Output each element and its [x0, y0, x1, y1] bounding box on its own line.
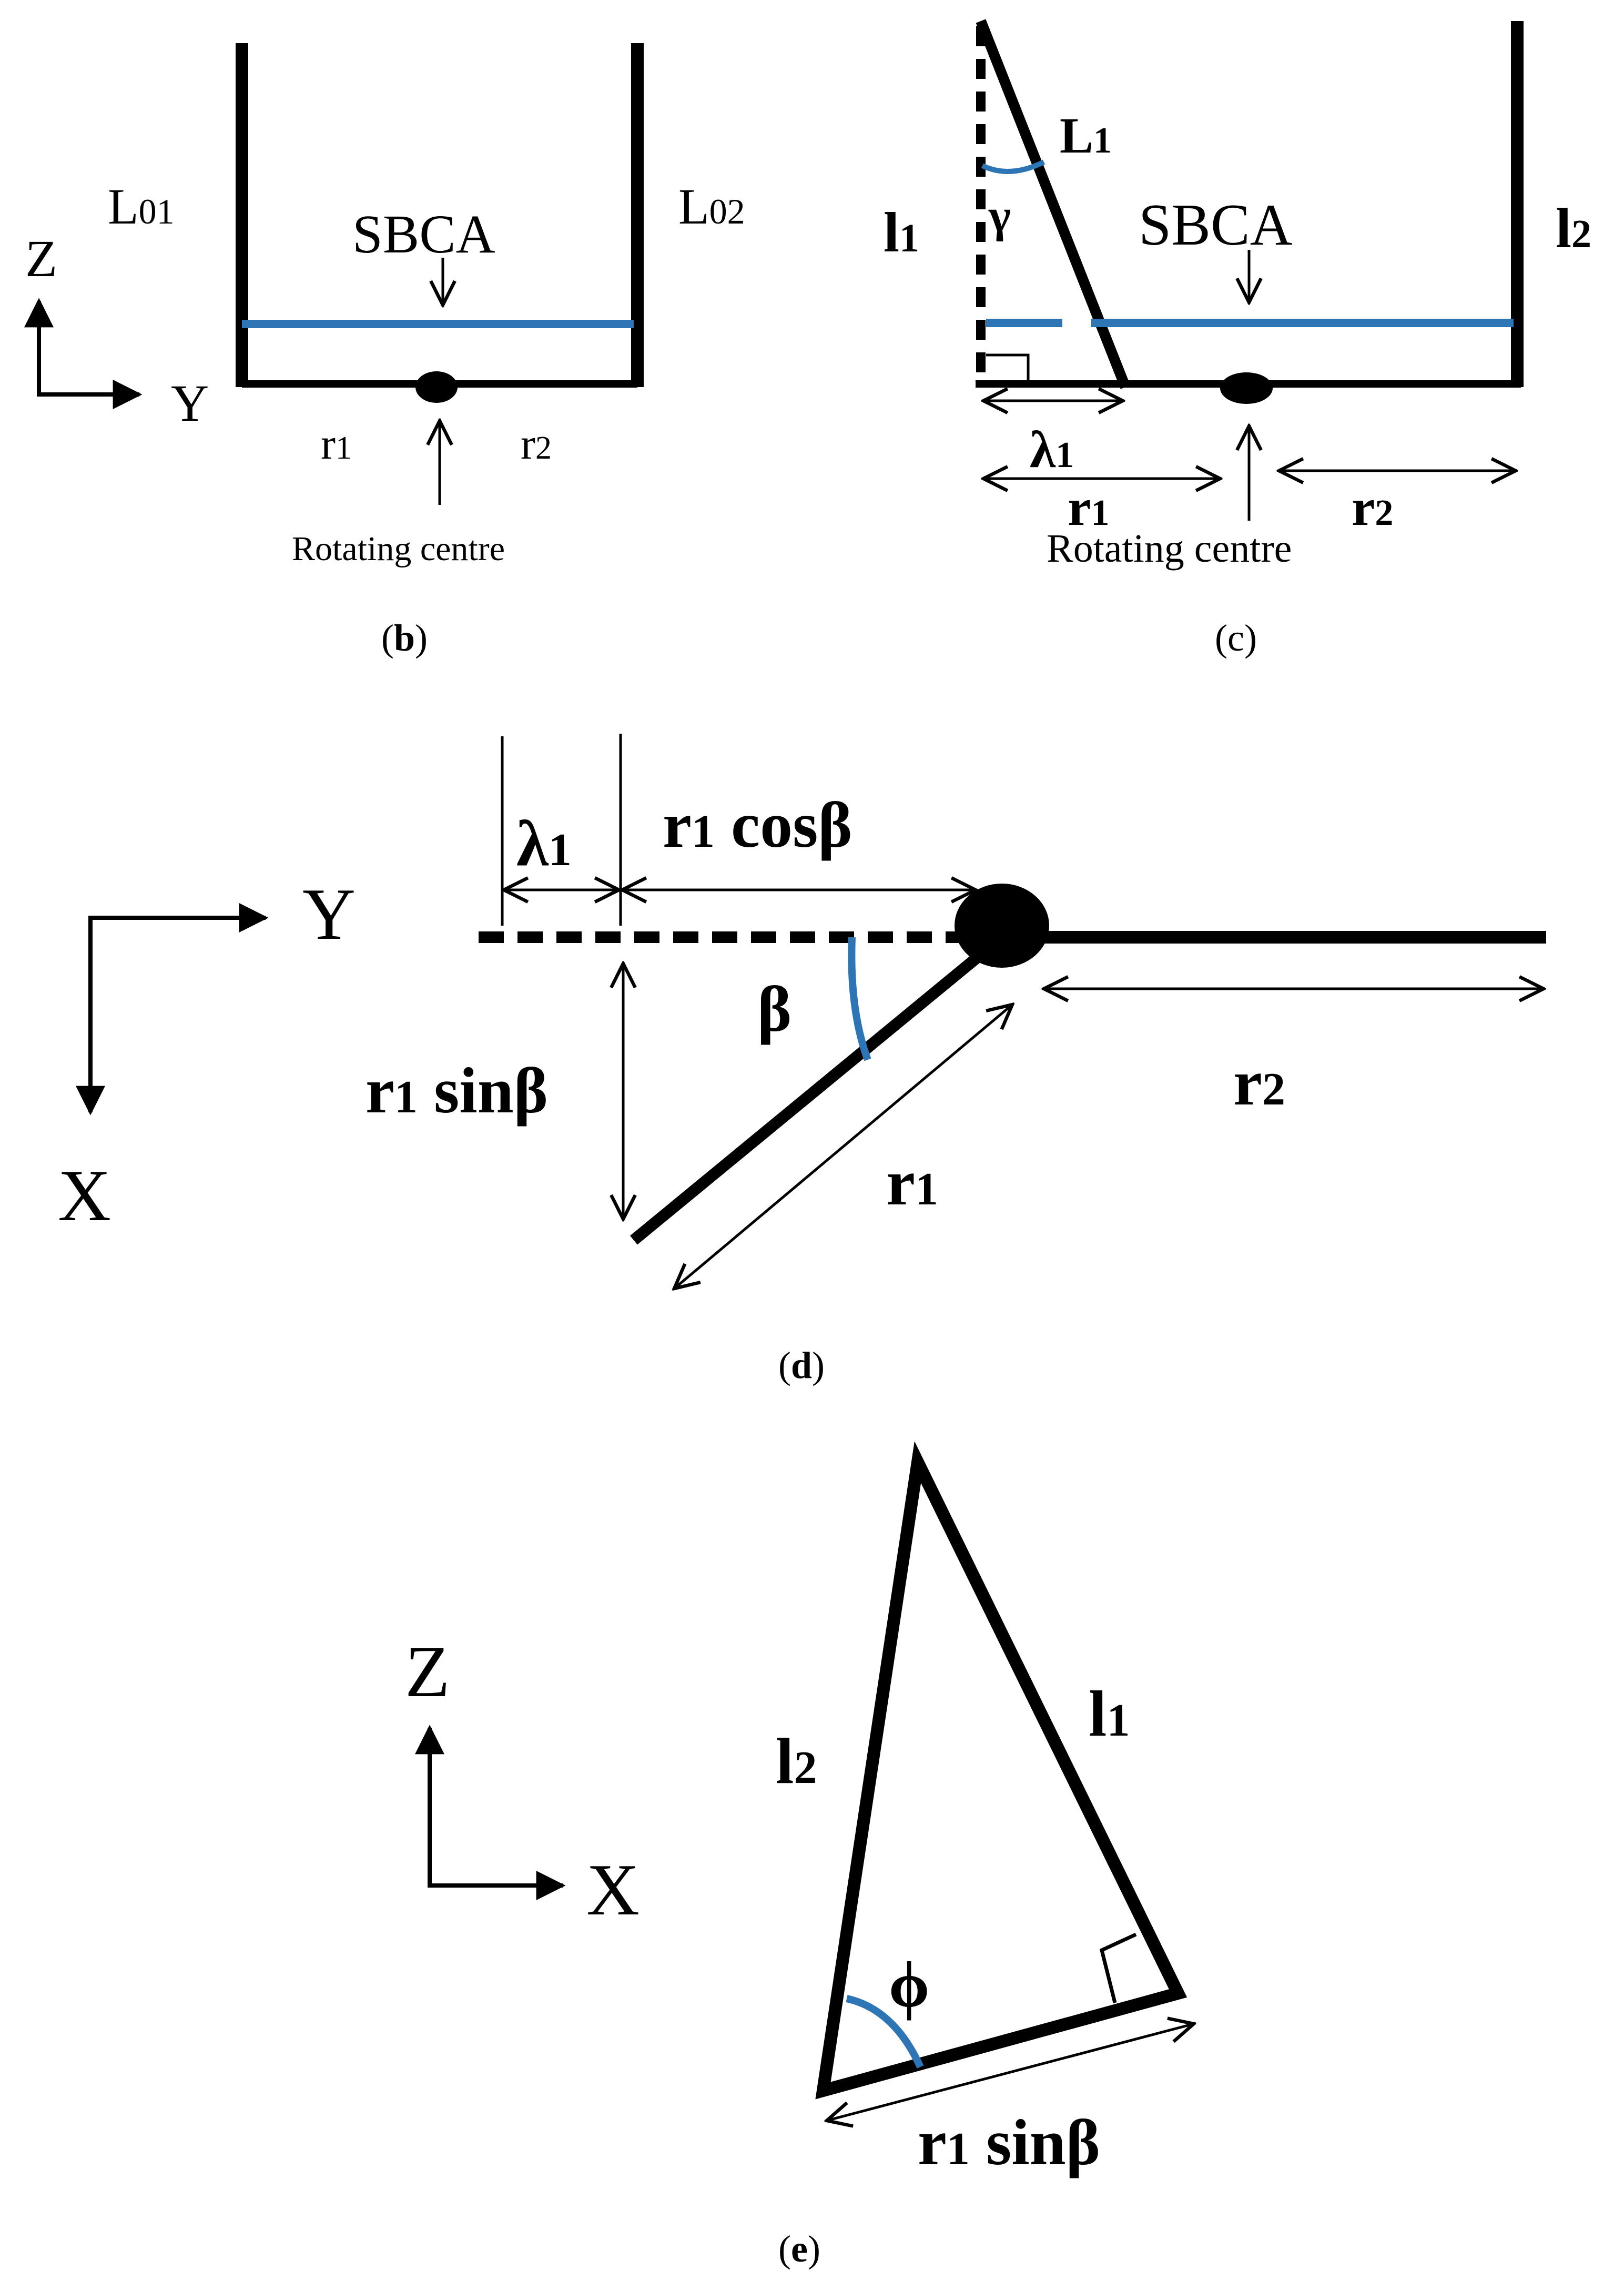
- panel-b: Z Y L01 L02 SBCA r1 r2 Rotating centre (…: [24, 43, 745, 659]
- panel-d-r1-arm: [630, 932, 1006, 1245]
- panel-b-axis-y-label: Y: [171, 374, 209, 432]
- panel-b-r1-label: r1: [321, 420, 352, 469]
- panel-c-l1-label: l1: [884, 201, 919, 264]
- panel-e: Z X l2 l1 ϕ r1 sinβ (e): [405, 1441, 1194, 2270]
- panel-b-caption: (b): [381, 617, 428, 659]
- panel-e-triangle: [815, 1441, 1187, 2100]
- panel-c-right-angle-mark: [986, 353, 1030, 381]
- panel-c-l2-label: l2: [1556, 197, 1591, 260]
- panel-c-r1-label: r1: [1068, 478, 1109, 536]
- panel-c-caption: (c): [1215, 617, 1257, 659]
- panel-c-L1-label: L1: [1060, 107, 1112, 164]
- panel-d-beta-arc: [848, 937, 871, 1061]
- panel-d-r1-arrow: [674, 1005, 1012, 1289]
- panel-e-axis-z-label: Z: [405, 1631, 450, 1712]
- panel-d-rotating-centre-dot: [955, 884, 1049, 968]
- panel-b-wall-right-label: L02: [678, 178, 745, 235]
- panel-e-l2-label: l2: [776, 1725, 817, 1797]
- panel-c: l1 l2 L1 γ SBCA λ1 r1 r2 Rotating centre…: [884, 19, 1591, 659]
- panel-e-phi-label: ϕ: [889, 1949, 929, 2021]
- panel-d: Y X λ1 r1 cosβ β r1 sinβ r1 r2 (d): [58, 734, 1546, 1386]
- panel-d-r1-label: r1: [886, 1147, 938, 1219]
- panel-b-axis-z-label: Z: [25, 229, 57, 288]
- panel-c-rotating-centre-label: Rotating centre: [1047, 526, 1292, 571]
- panel-c-sbca-label: SBCA: [1139, 192, 1293, 258]
- panel-c-r2-label: r2: [1352, 478, 1393, 536]
- panel-e-caption: (e): [778, 2228, 820, 2270]
- panel-e-axis-x-label: X: [586, 1849, 640, 1931]
- panel-e-base-label: r1 sinβ: [918, 2106, 1100, 2178]
- panel-b-r2-label: r2: [521, 420, 552, 469]
- panel-d-axis-x-label: X: [58, 1155, 111, 1236]
- panel-c-rotating-centre-dot: [1220, 372, 1273, 404]
- panel-b-wall-left-label: L01: [108, 178, 175, 235]
- panel-d-lambda-label: λ1: [516, 807, 572, 879]
- panel-c-gamma-arc: [981, 159, 1046, 174]
- panel-b-rotating-centre-label: Rotating centre: [292, 530, 505, 568]
- panel-c-lambda-label: λ1: [1030, 420, 1074, 479]
- panel-e-l1-label: l1: [1089, 1678, 1130, 1750]
- panel-d-caption: (d): [778, 1344, 825, 1386]
- panel-b-sbca-label: SBCA: [352, 204, 495, 265]
- panel-d-beta-label: β: [757, 973, 791, 1045]
- panel-d-r1sin-label: r1 sinβ: [366, 1055, 548, 1127]
- panel-d-axis-y-label: Y: [302, 874, 356, 955]
- panel-e-right-angle-mark: [1099, 1932, 1137, 2003]
- panel-d-r2-label: r2: [1233, 1047, 1285, 1119]
- panel-b-rotating-centre-dot: [415, 371, 458, 403]
- panel-d-r1cos-label: r1 cosβ: [663, 789, 852, 861]
- panel-c-gamma-label: γ: [988, 190, 1011, 242]
- panel-e-base-arrow: [827, 2024, 1194, 2121]
